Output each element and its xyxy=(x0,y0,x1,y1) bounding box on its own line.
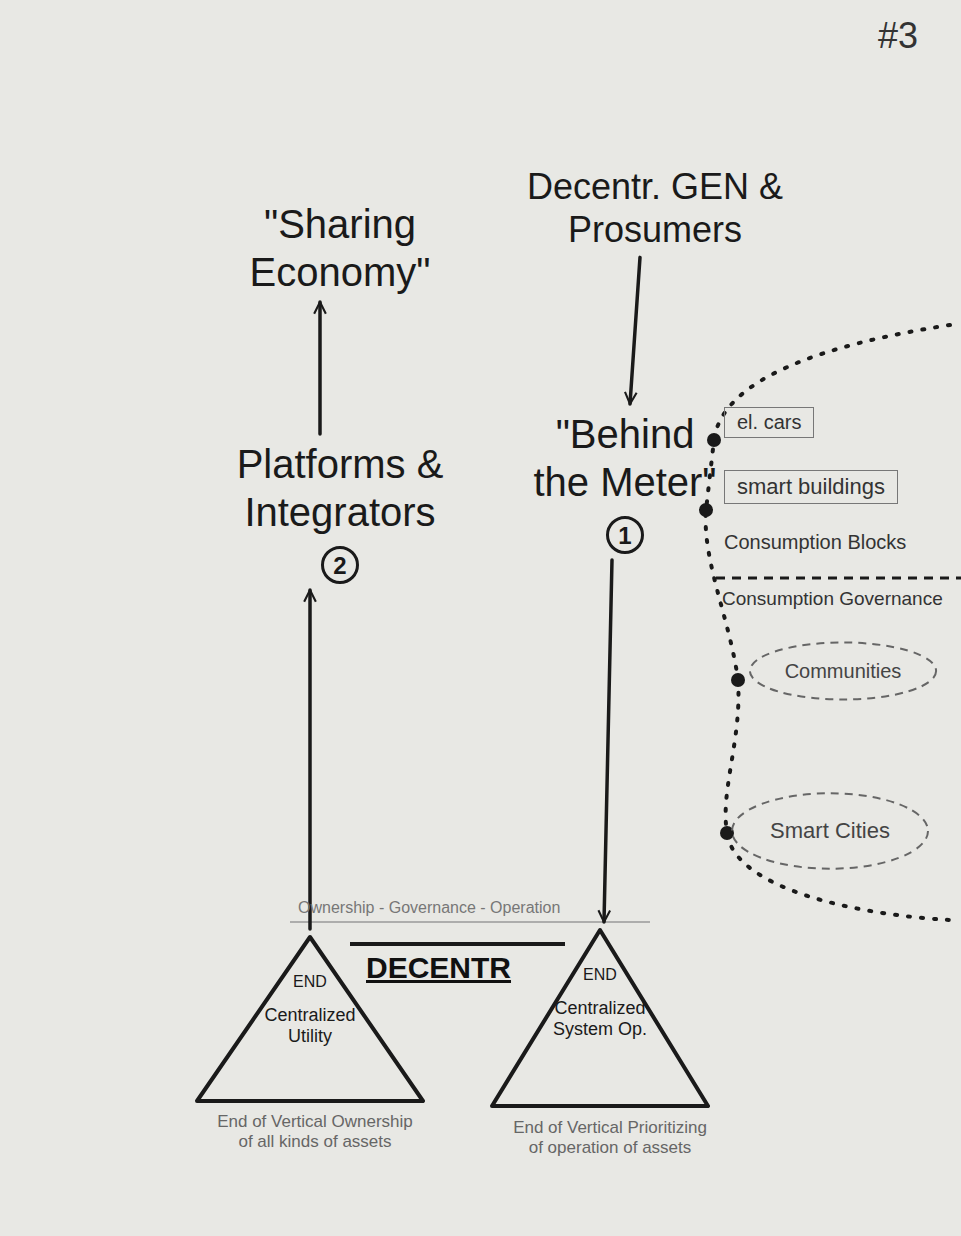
node-text: Centralized System Op. xyxy=(540,998,660,1039)
heading-node: Decentr. GEN & Prosumers xyxy=(520,165,790,251)
center-label: DECENTR xyxy=(362,950,515,986)
node-text: Communities xyxy=(785,660,902,683)
triangle-node: END Centralized System Op. xyxy=(490,928,710,1108)
bullet-dot xyxy=(731,673,745,687)
note-label: End of Vertical Prioritizing of operatio… xyxy=(505,1118,715,1159)
thin-overline xyxy=(290,921,650,923)
arrow-connector xyxy=(318,302,322,434)
arrow-connector xyxy=(308,590,312,929)
bullet-dot xyxy=(707,433,721,447)
heading-node: "Sharing Economy" xyxy=(220,200,460,296)
pillar-node: "Behind the Meter" 1 xyxy=(530,410,720,554)
node-text: "Behind the Meter" xyxy=(530,410,720,506)
arrow-connector xyxy=(604,560,612,922)
callout-number: 2 xyxy=(321,546,359,584)
dashed-ellipse: Smart Cities xyxy=(730,790,930,872)
node-text: Centralized Utility xyxy=(250,1005,370,1046)
dotted-bracket xyxy=(706,325,950,920)
node-text: Platforms & Integrators xyxy=(220,440,460,536)
group-label: Consumption Governance xyxy=(722,588,943,611)
thick-overline xyxy=(350,942,565,946)
arrow-connector xyxy=(630,257,640,404)
node-text: "Sharing Economy" xyxy=(220,200,460,296)
node-text: smart buildings xyxy=(737,474,885,500)
node-text: Smart Cities xyxy=(770,818,890,844)
note-label: End of Vertical Ownership of all kinds o… xyxy=(215,1112,415,1153)
node-text: Decentr. GEN & Prosumers xyxy=(520,165,790,251)
group-label: Consumption Blocks xyxy=(724,530,906,554)
dashed-ellipse: Communities xyxy=(748,640,938,702)
bullet-dot xyxy=(699,503,713,517)
item-box: el. cars xyxy=(724,407,814,438)
pillar-node: Platforms & Integrators 2 xyxy=(220,440,460,584)
dashed-divider xyxy=(716,577,961,580)
item-box: smart buildings xyxy=(724,470,898,504)
callout-number: 1 xyxy=(606,516,644,554)
node-text: el. cars xyxy=(737,411,801,434)
triangle-heading: END xyxy=(490,966,710,984)
page-number: #3 xyxy=(878,14,918,57)
note-label: Ownership - Governance - Operation xyxy=(298,898,560,917)
